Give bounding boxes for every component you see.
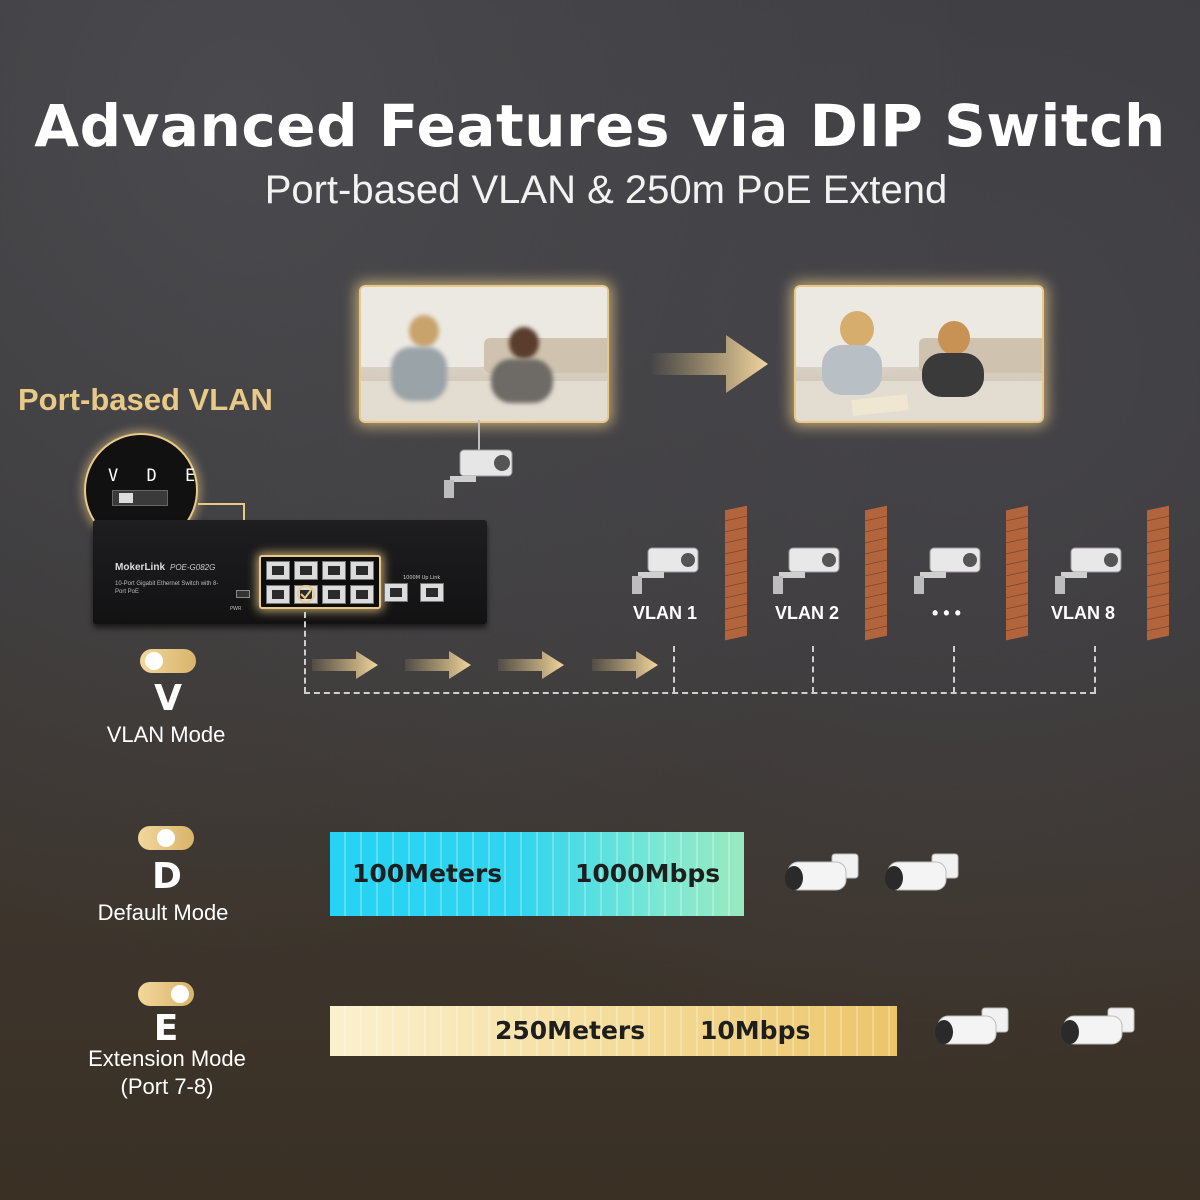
bullet-camera-icon	[935, 1007, 1009, 1045]
extension-distance: 250Meters	[495, 1016, 646, 1045]
dip-switch	[236, 590, 250, 598]
clear-photo	[794, 285, 1044, 423]
vlan-label: VLAN 2	[775, 603, 840, 623]
extension-speed: 10Mbps	[700, 1016, 811, 1045]
flow-line	[1094, 646, 1096, 693]
dip-toggle-e	[138, 982, 194, 1006]
flow-line	[812, 646, 814, 693]
dip-toggle-v	[140, 649, 196, 673]
extension-mode-bar	[330, 1006, 897, 1056]
dip-toggle-d	[138, 826, 194, 850]
check-circle-icon	[297, 585, 315, 603]
firewall-brick	[865, 505, 887, 641]
default-mode-bar	[330, 832, 744, 916]
bullet-camera-icon	[1061, 1007, 1135, 1045]
vlan-label: • • •	[932, 603, 961, 623]
flow-line	[673, 646, 675, 693]
poe-port	[350, 561, 374, 580]
poe-port	[322, 561, 346, 580]
uplink-port	[384, 583, 408, 602]
vlan-camera-icon	[632, 547, 699, 594]
flow-arrow-icon	[592, 651, 658, 679]
uplink-port	[420, 583, 444, 602]
vlan-camera-icon	[773, 547, 840, 594]
vlan-section-heading: Port-based VLAN	[18, 382, 273, 417]
mode-name-e: Extension Mode	[88, 1046, 246, 1071]
page-subtitle: Port-based VLAN & 250m PoE Extend	[264, 168, 948, 212]
switch-brand: MokerLink	[115, 562, 166, 573]
poe-port	[350, 585, 374, 604]
blurred-photo	[359, 285, 609, 423]
firewall-brick	[1147, 505, 1169, 641]
switch-description: 10-Port Gigabit Ethernet Switch with 8-P…	[115, 581, 219, 595]
mode-letter-d: D	[152, 856, 182, 897]
improvement-arrow-icon	[650, 335, 768, 393]
vlan-label: VLAN 1	[633, 603, 698, 623]
camera-connector	[478, 420, 480, 450]
bullet-camera-icon	[785, 853, 859, 891]
page-title: Advanced Features via DIP Switch	[34, 92, 1166, 160]
mode-letter-v: V	[154, 678, 182, 719]
flow-arrow-icon	[498, 651, 564, 679]
bullet-camera-icon	[885, 853, 959, 891]
mode-letter-e: E	[153, 1008, 179, 1049]
poe-ports-group	[259, 555, 381, 609]
mode-name-d: Default Mode	[97, 900, 229, 925]
poe-port	[266, 561, 290, 580]
vlan-camera-icon	[914, 547, 981, 594]
dip-switch-zoom	[112, 490, 168, 506]
flow-line	[304, 692, 1096, 694]
poe-port	[322, 585, 346, 604]
mode-name-v: VLAN Mode	[106, 722, 226, 747]
vlan-label: VLAN 8	[1051, 603, 1116, 623]
security-camera-icon	[444, 449, 513, 498]
poe-port	[294, 561, 318, 580]
default-distance: 100Meters	[352, 859, 503, 888]
flow-arrow-icon	[312, 651, 378, 679]
power-label: PWR	[230, 606, 242, 612]
mode-note-e: (Port 7-8)	[120, 1074, 214, 1099]
uplink-label: 1000M Up Link	[403, 575, 441, 581]
dip-switch-labels: V D E	[108, 466, 205, 486]
firewall-brick	[725, 505, 747, 641]
switch-model: POE-G082G	[170, 563, 216, 572]
flow-line	[304, 612, 306, 693]
default-speed: 1000Mbps	[575, 859, 721, 888]
flow-line	[953, 646, 955, 693]
poe-port	[266, 585, 290, 604]
flow-arrow-icon	[405, 651, 471, 679]
firewall-brick	[1006, 505, 1028, 641]
vlan-camera-icon	[1055, 547, 1122, 594]
callout-line	[198, 503, 244, 505]
